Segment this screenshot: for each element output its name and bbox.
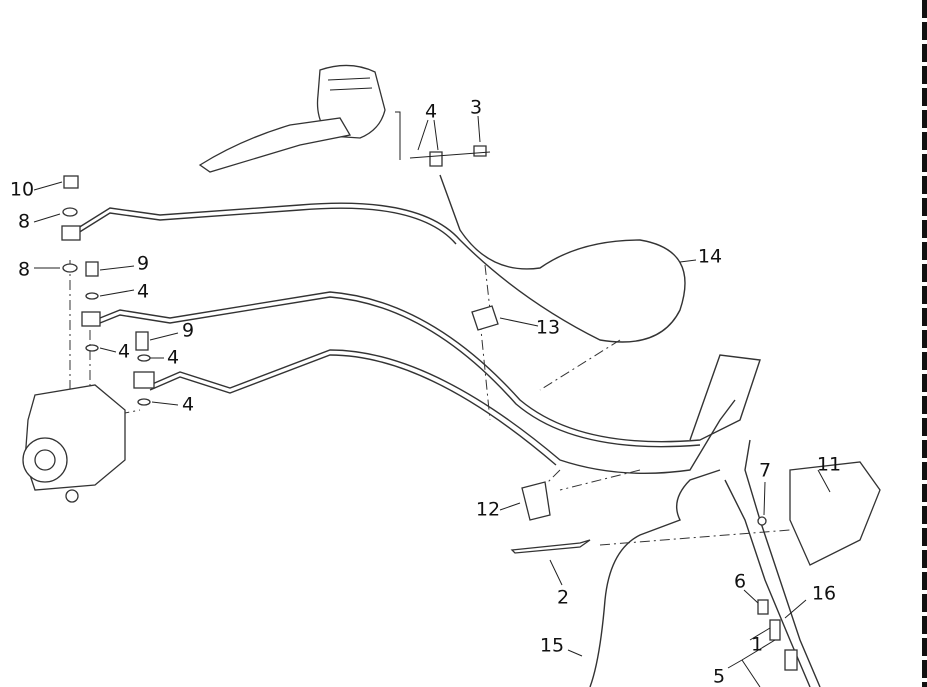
- callout-7: 7: [758, 459, 772, 482]
- callout-2: 2: [556, 586, 570, 609]
- callout-11: 11: [816, 453, 842, 476]
- callout-8: 8: [17, 258, 31, 281]
- callout-9: 9: [136, 252, 150, 275]
- callout-4: 4: [117, 340, 131, 363]
- callout-12: 12: [475, 498, 501, 521]
- banjo-bolt-top: [395, 111, 491, 167]
- callout-14: 14: [697, 245, 723, 268]
- fittings: [61, 175, 881, 671]
- callout-4: 4: [136, 280, 150, 303]
- callout-5: 5: [712, 665, 726, 687]
- callout-4: 4: [424, 100, 438, 123]
- brake-pipes: [77, 174, 821, 687]
- callout-8: 8: [17, 210, 31, 233]
- callout-10: 10: [9, 178, 35, 201]
- callout-13: 13: [535, 316, 561, 339]
- callout-6: 6: [733, 570, 747, 593]
- callout-9: 9: [181, 319, 195, 342]
- abs-modulator: [22, 384, 126, 503]
- callout-4: 4: [166, 346, 180, 369]
- callout-16: 16: [811, 582, 837, 605]
- page-edge-strip: [922, 0, 927, 687]
- callout-3: 3: [469, 96, 483, 119]
- master-cylinder: [198, 64, 386, 173]
- callout-leaders: [33, 115, 831, 687]
- callout-1: 1: [750, 633, 764, 656]
- callout-4: 4: [181, 393, 195, 416]
- callout-15: 15: [539, 634, 565, 657]
